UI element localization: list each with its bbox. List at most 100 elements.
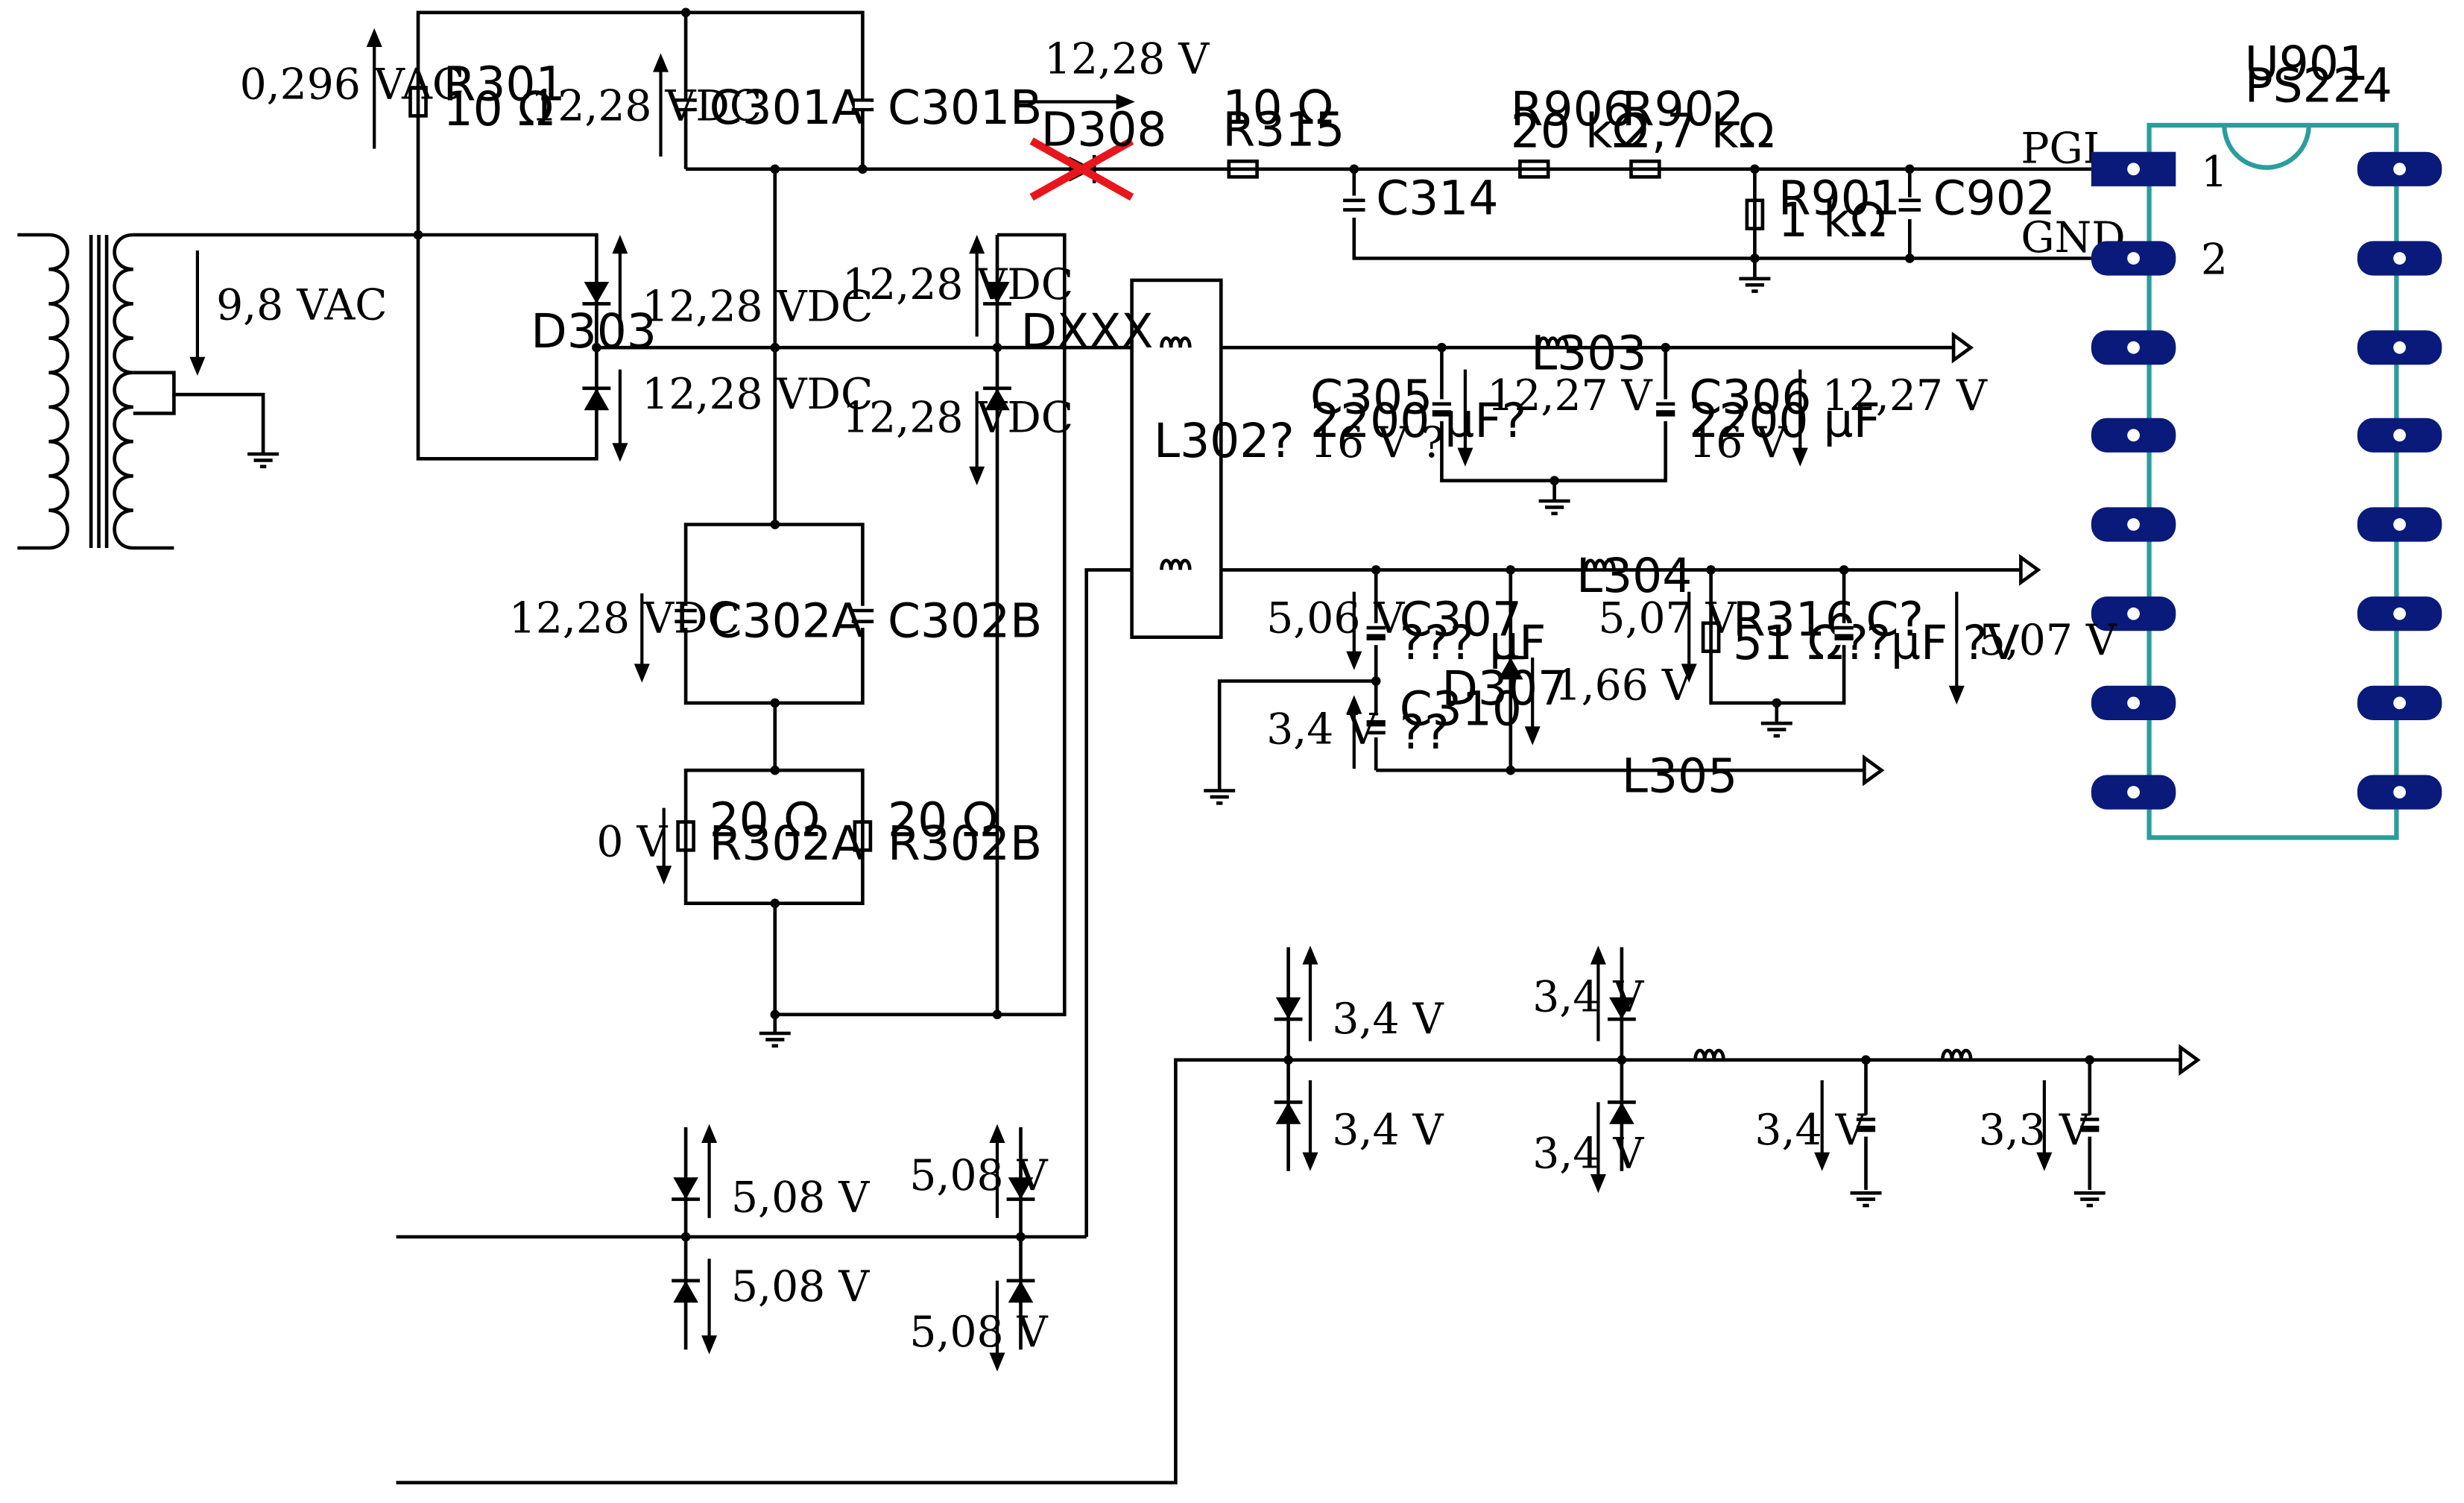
value-u901: PS224 bbox=[2245, 59, 2392, 113]
ref-r315: R315 bbox=[1222, 102, 1345, 157]
ic-pin-hole-6 bbox=[2127, 607, 2140, 620]
value-c-unknown: ?µF ?V bbox=[1866, 616, 2020, 670]
resistor-r902 bbox=[1629, 159, 1661, 179]
voltage-5v-d2-up: 5,08 V bbox=[909, 1151, 1048, 1200]
value-c305: 2200 µF? bbox=[1310, 394, 1526, 448]
ref-r301: R301 bbox=[443, 57, 566, 111]
ground-c305-c306 bbox=[1538, 499, 1570, 516]
capacitor-c301a bbox=[675, 98, 697, 112]
resistor-r302b bbox=[853, 820, 873, 852]
transformer bbox=[17, 233, 418, 550]
voltage-0-296vac: 0,296 VAC bbox=[240, 60, 465, 109]
ic-pin-hole-13 bbox=[2393, 429, 2406, 442]
voltage-c301-12-28vdc: 12,28 VDC bbox=[531, 82, 762, 131]
voltage-dxxx-up: 12,28 VDC bbox=[842, 260, 1073, 309]
ref-c310: C310 bbox=[1400, 681, 1522, 736]
inductor-l302-top bbox=[1160, 336, 1192, 348]
ic-pin-hole-1 bbox=[2127, 163, 2140, 176]
ref-r901: R901 bbox=[1778, 171, 1901, 226]
voltage-5v-d1-down: 5,08 V bbox=[731, 1262, 870, 1311]
ref-c902: C902 bbox=[1933, 171, 2056, 226]
value-c306: 2200 µF bbox=[1689, 394, 1880, 448]
inductor-3v3-1 bbox=[1693, 1048, 1725, 1060]
ic-pin-hole-5 bbox=[2127, 518, 2140, 531]
ic-pin-hole-7 bbox=[2127, 696, 2140, 710]
ic-u901 bbox=[2146, 122, 2399, 840]
capacitor-c306 bbox=[1656, 402, 1675, 417]
ref-u901: U901 bbox=[2245, 37, 2369, 91]
ground-3v3-2 bbox=[2073, 1191, 2106, 1208]
voltage-d303-down: 12,28 VDC bbox=[642, 370, 873, 419]
ground-r316 bbox=[1760, 721, 1792, 738]
ground-transformer bbox=[247, 452, 279, 469]
voltage-c310: 3,4 V bbox=[1266, 705, 1378, 754]
inductor-3v3-2 bbox=[1941, 1048, 1973, 1060]
diode-dxxx-bottom bbox=[983, 386, 1011, 411]
value-c307: ??? µF bbox=[1400, 616, 1547, 670]
ic-pin-hole-15 bbox=[2393, 252, 2406, 265]
voltage-3v3-cap2: 3,3 V bbox=[1979, 1106, 2091, 1155]
voltage-3v3-d2-up: 3,4 V bbox=[1532, 973, 1644, 1022]
inductor-l303 bbox=[1537, 336, 1569, 348]
diode-5v-1-top bbox=[672, 1177, 700, 1201]
voltage-c307: 5,06 V bbox=[1266, 593, 1405, 643]
pin-number-2: 2 bbox=[2201, 236, 2228, 285]
ic-pin-hole-9 bbox=[2393, 786, 2406, 798]
ref-d307: D307 bbox=[1441, 661, 1567, 716]
diode-3v3-1-bottom bbox=[1274, 1100, 1303, 1124]
pin-number-1: 1 bbox=[2201, 148, 2228, 197]
wire-5v-feed bbox=[1084, 568, 1132, 1237]
voltage-r302: 0 V bbox=[596, 818, 668, 867]
resistor-r302a bbox=[676, 820, 695, 852]
voltage-3v3-d1-down: 3,4 V bbox=[1332, 1106, 1444, 1155]
diode-dxxx-top bbox=[983, 282, 1011, 306]
diode-3v3-2-bottom bbox=[1608, 1100, 1636, 1124]
ic-pin-hole-4 bbox=[2127, 429, 2140, 442]
value-r906: 20 kΩ bbox=[1511, 104, 1649, 158]
value-r901: 1 kΩ bbox=[1778, 193, 1886, 248]
wire-r301-loop bbox=[416, 10, 865, 235]
voltage-3v3-d2-down: 3,4 V bbox=[1532, 1129, 1644, 1179]
diode-d307 bbox=[1496, 655, 1525, 680]
capacitor-c301b bbox=[851, 98, 874, 112]
voltage-9-8vac: 9,8 VAC bbox=[216, 280, 388, 330]
inductor-l302-bottom bbox=[1160, 558, 1192, 570]
value-r301: 10 Ω bbox=[443, 82, 554, 136]
ground-r901 bbox=[1739, 277, 1771, 293]
value-r302a: 20 Ω bbox=[710, 793, 820, 847]
voltage-d303-up: 12,28 VDC bbox=[642, 283, 873, 332]
ic-pin-hole-2 bbox=[2127, 252, 2140, 265]
ref-c301a: C301A bbox=[710, 81, 864, 135]
voltage-5v-out: 5,07 V bbox=[1979, 616, 2117, 665]
voltage-c302: 12,28 VDC bbox=[509, 593, 740, 643]
value-r302b: 20 Ω bbox=[888, 793, 998, 847]
ref-c307: C307 bbox=[1400, 593, 1522, 647]
ref-c314: C314 bbox=[1376, 171, 1498, 226]
ref-r302a: R302A bbox=[710, 816, 864, 871]
ref-l303: L303 bbox=[1531, 327, 1646, 381]
ref-d303: D303 bbox=[531, 304, 657, 359]
voltage-r316: 5,07 V bbox=[1598, 593, 1737, 643]
voltage-5v-d2-down: 5,08 V bbox=[909, 1308, 1048, 1357]
capacitor-c302a bbox=[675, 608, 697, 624]
ref-c301b: C301B bbox=[888, 81, 1042, 135]
ref-c-unknown: C? bbox=[1866, 593, 1924, 647]
ic-pin-hole-10 bbox=[2393, 696, 2406, 710]
voltage-rating-c305: 16 V ? bbox=[1310, 418, 1444, 467]
resistor-r316 bbox=[1701, 621, 1721, 653]
diode-d303-bottom bbox=[582, 386, 611, 411]
voltage-3v3-cap1: 3,4 V bbox=[1754, 1106, 1866, 1155]
arrowhead-9-8vac bbox=[189, 356, 206, 376]
capacitor-c307 bbox=[1366, 626, 1386, 640]
net-pgi: PGI bbox=[2021, 124, 2100, 173]
ground-3v3-1 bbox=[1850, 1191, 1882, 1208]
ref-r902: R902 bbox=[1622, 82, 1744, 136]
value-c310: ?? bbox=[1400, 705, 1450, 760]
voltage-5v-d1-up: 5,08 V bbox=[731, 1173, 870, 1222]
diode-d303-top bbox=[582, 282, 611, 306]
resistor-r315 bbox=[1227, 159, 1259, 179]
capacitor-3v3-2 bbox=[2080, 1118, 2100, 1132]
voltage-rating-c306: 16 V bbox=[1689, 418, 1787, 467]
diode-5v-1-bottom bbox=[672, 1279, 700, 1303]
